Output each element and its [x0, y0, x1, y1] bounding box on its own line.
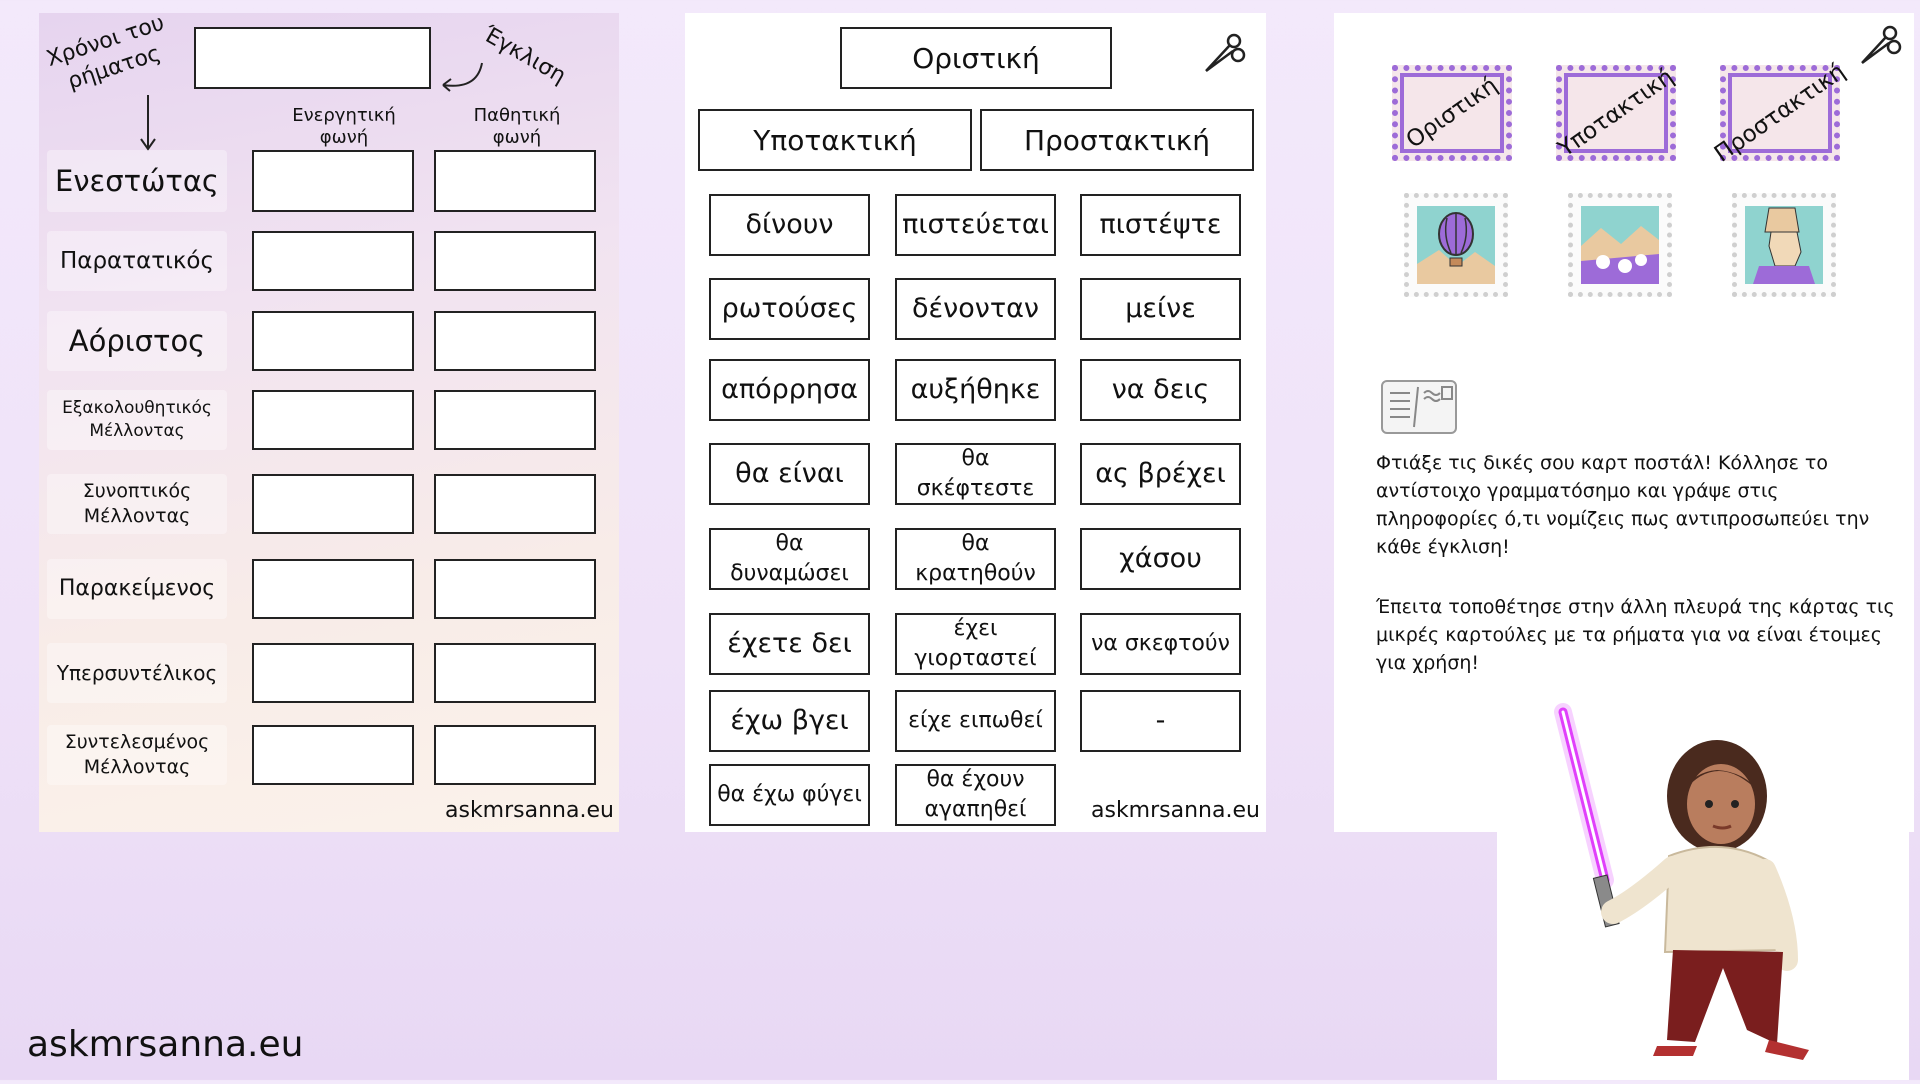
verb-card[interactable]: θα κρατηθούν: [895, 528, 1056, 590]
passive-voice-box[interactable]: [434, 725, 596, 785]
postcard-instructions-sheet: Οριστική Υποτακτική Προστακτική: [1334, 13, 1914, 832]
verb-card[interactable]: θα δυναμώσει: [709, 528, 870, 590]
verb-card[interactable]: έχει γιορταστεί: [895, 613, 1056, 675]
stamp-indicative[interactable]: Οριστική: [1392, 65, 1512, 161]
verb-card[interactable]: έχω βγει: [709, 690, 870, 752]
balloon-stamp-icon: [1404, 193, 1508, 297]
verb-card[interactable]: δίνουν: [709, 194, 870, 256]
arrow-left-icon: [442, 62, 483, 92]
instructions-paragraph-1: Φτιάξε τις δικές σου καρτ ποστάλ! Κόλλησ…: [1376, 452, 1870, 558]
passive-voice-box[interactable]: [434, 390, 596, 450]
passive-voice-header: Παθητική φωνή: [473, 105, 561, 148]
avatar-illustration: [1497, 700, 1909, 1080]
mood-card-imperative[interactable]: Προστακτική: [980, 109, 1254, 171]
verb-card[interactable]: δένονταν: [895, 278, 1056, 340]
active-voice-box[interactable]: [252, 311, 414, 371]
tense-label: Συνοπτικός Μέλλοντας: [47, 474, 227, 534]
instructions-paragraph-2: Έπειτα τοποθέτησε στην άλλη πλευρά της κ…: [1376, 596, 1895, 674]
active-voice-box[interactable]: [252, 725, 414, 785]
verb-card[interactable]: αυξήθηκε: [895, 359, 1056, 421]
verb-card[interactable]: θα έχω φύγει: [709, 764, 870, 826]
postcard-icon: [1381, 380, 1457, 434]
active-voice-box[interactable]: [252, 643, 414, 703]
verb-card[interactable]: θα έχουν αγαπηθεί: [895, 764, 1056, 826]
scissors-icon: [1861, 25, 1902, 65]
tense-label: Ενεστώτας: [47, 150, 227, 212]
passive-voice-box[interactable]: [434, 231, 596, 291]
tense-label: Παρατατικός: [47, 231, 227, 291]
passive-voice-box[interactable]: [434, 559, 596, 619]
verb-card[interactable]: είχε ειπωθεί: [895, 690, 1056, 752]
passive-voice-box[interactable]: [434, 311, 596, 371]
verb-cards-sheet: Οριστική Υποτακτική Προστακτική δίνουν πι…: [685, 13, 1266, 832]
mood-handwritten-label: Έγκλιση: [478, 21, 570, 90]
arrow-down-icon: [140, 95, 156, 151]
verb-card[interactable]: χάσου: [1080, 528, 1241, 590]
footer-site-label: askmrsanna.eu: [27, 1024, 304, 1065]
verb-card[interactable]: μείνε: [1080, 278, 1241, 340]
active-voice-box[interactable]: [252, 150, 414, 212]
tense-label: Αόριστος: [47, 311, 227, 371]
tense-table-sheet: Χρόνοι του ρήματος Έγκλιση Ενεργητική φω…: [39, 10, 619, 832]
verb-card[interactable]: να σκεφτούν: [1080, 613, 1241, 675]
verb-card[interactable]: απόρρησα: [709, 359, 870, 421]
active-voice-header: Ενεργητική φωνή: [292, 105, 396, 148]
verb-card[interactable]: ας βρέχει: [1080, 443, 1241, 505]
verb-card[interactable]: πιστέψτε: [1080, 194, 1241, 256]
tense-label: Παρακείμενος: [47, 559, 227, 619]
active-voice-box[interactable]: [252, 231, 414, 291]
passive-voice-box[interactable]: [434, 474, 596, 534]
scissors-icon: [1205, 33, 1246, 73]
active-voice-box[interactable]: [252, 559, 414, 619]
tense-label: Συντελεσμένος Μέλλοντας: [47, 725, 227, 785]
tense-label: Υπερσυντέλικος: [47, 643, 227, 703]
lightsaber-icon: [1554, 703, 1620, 928]
site-label: askmrsanna.eu: [1091, 798, 1260, 823]
passive-voice-box[interactable]: [434, 643, 596, 703]
active-voice-box[interactable]: [252, 390, 414, 450]
nefertiti-stamp-icon: [1732, 193, 1836, 297]
landscape-stamp-icon: [1568, 193, 1672, 297]
verb-card[interactable]: -: [1080, 690, 1241, 752]
mood-write-box[interactable]: [194, 27, 431, 89]
tenses-handwritten-label: Χρόνοι του ρήματος: [43, 10, 168, 95]
verb-card[interactable]: να δεις: [1080, 359, 1241, 421]
mood-card-subjunctive[interactable]: Υποτακτική: [698, 109, 972, 171]
mood-card-indicative[interactable]: Οριστική: [840, 27, 1112, 89]
passive-voice-box[interactable]: [434, 150, 596, 212]
tense-label: Εξακολουθητικός Μέλλοντας: [47, 390, 227, 450]
stamp-imperative[interactable]: Προστακτική: [1709, 58, 1851, 168]
verb-card[interactable]: έχετε δει: [709, 613, 870, 675]
verb-card[interactable]: θα σκέφτεστε: [895, 443, 1056, 505]
verb-card[interactable]: ρωτούσες: [709, 278, 870, 340]
stamp-subjunctive[interactable]: Υποτακτική: [1553, 63, 1679, 163]
site-label: askmrsanna.eu: [445, 798, 614, 823]
active-voice-box[interactable]: [252, 474, 414, 534]
verb-card[interactable]: θα είναι: [709, 443, 870, 505]
verb-card[interactable]: πιστεύεται: [895, 194, 1056, 256]
